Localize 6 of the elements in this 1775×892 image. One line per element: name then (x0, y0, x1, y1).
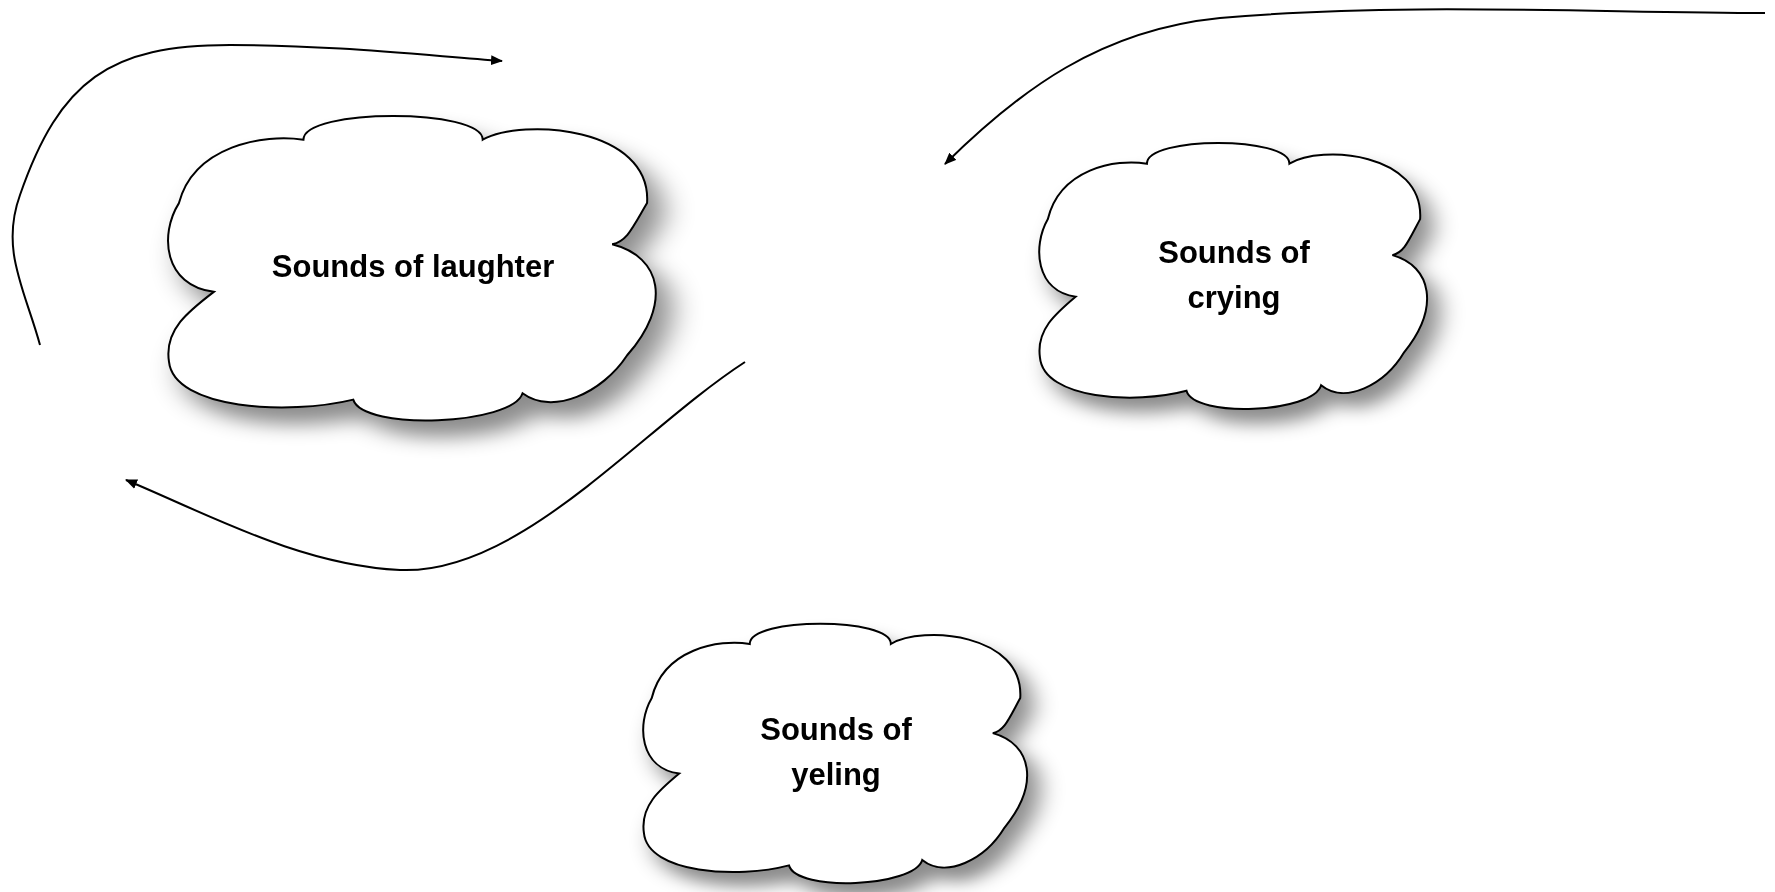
cloud-shape (1038, 141, 1428, 410)
cloud-label: Sounds of laughter (271, 248, 555, 286)
cloud-label: Sounds of crying (1157, 233, 1311, 317)
cloud-label: Sounds of yeling (759, 711, 913, 794)
cloud-shape (167, 114, 657, 422)
cloud-shape (642, 622, 1029, 885)
